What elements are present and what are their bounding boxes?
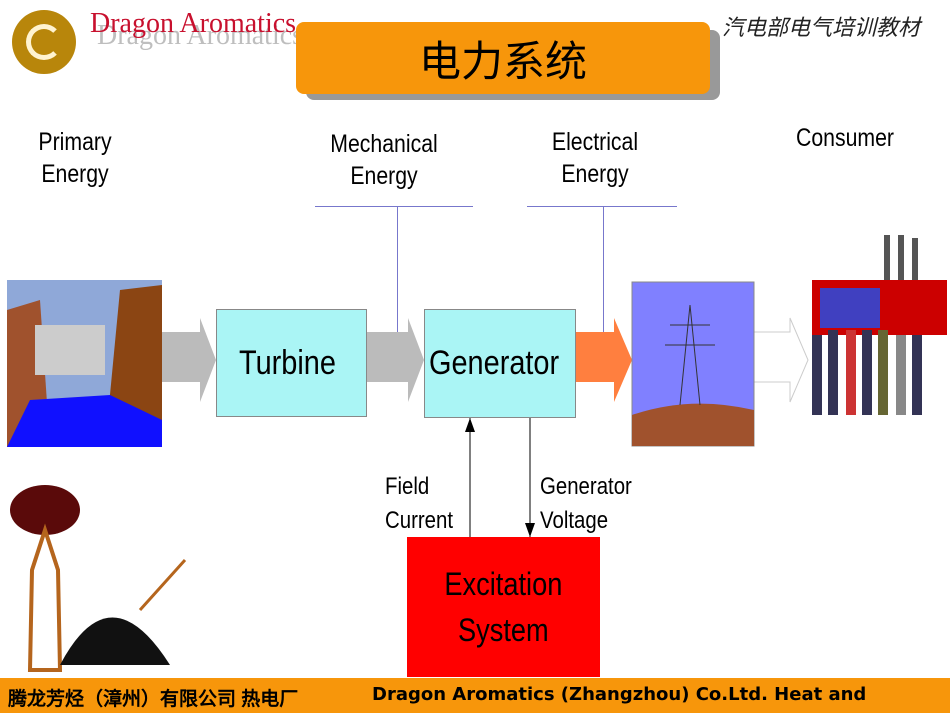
dragon-logo [12, 10, 76, 74]
arrow-mechanical [367, 318, 424, 402]
brand-name: Dragon Aromatics [90, 8, 297, 39]
footer-en: Dragon Aromatics (Zhangzhou) Co.Ltd. Hea… [372, 684, 867, 705]
excitation-system-block: Excitation System [407, 537, 600, 677]
page-title: 电力系统 [296, 22, 710, 94]
factory-people-image [812, 235, 947, 415]
electrical-energy-label: Electrical Energy [551, 128, 639, 188]
electrical-divider [527, 206, 677, 207]
coal-pile-image [60, 558, 187, 665]
excitation-label-1: Excitation [444, 566, 563, 602]
electrical-pointer [603, 206, 604, 336]
arrow-consumer [753, 317, 809, 403]
mechanical-pointer [397, 206, 398, 336]
arrow-primary [162, 318, 216, 402]
consumer-label: Consumer [795, 124, 895, 152]
generator-label: Generator [429, 344, 560, 382]
generator-voltage-label: Generator Voltage [540, 473, 632, 534]
generator-voltage-arrow [525, 418, 535, 537]
footer-cn: 腾龙芳烃（漳州）有限公司 热电厂 [8, 689, 299, 710]
transmission-tower-image [631, 281, 755, 447]
dam-image [7, 280, 162, 447]
turbine-block: Turbine [216, 309, 367, 417]
excitation-label-2: System [458, 612, 549, 648]
oil-well-image [10, 485, 80, 672]
field-current-arrow [465, 418, 475, 537]
arrow-electrical [576, 318, 632, 402]
primary-energy-label: Primary Energy [38, 128, 112, 188]
generator-block: Generator [424, 309, 576, 418]
mechanical-energy-label: Mechanical Energy [330, 130, 438, 190]
mechanical-divider [315, 206, 473, 207]
diagram-graphics [7, 235, 947, 672]
footer-bar: 腾龙芳烃（漳州）有限公司 热电厂 Dragon Aromatics (Zhang… [0, 678, 950, 713]
turbine-label: Turbine [239, 343, 336, 382]
field-current-label: Field Current [385, 473, 454, 534]
department-label: 汽电部电气培训教材 [722, 16, 921, 41]
